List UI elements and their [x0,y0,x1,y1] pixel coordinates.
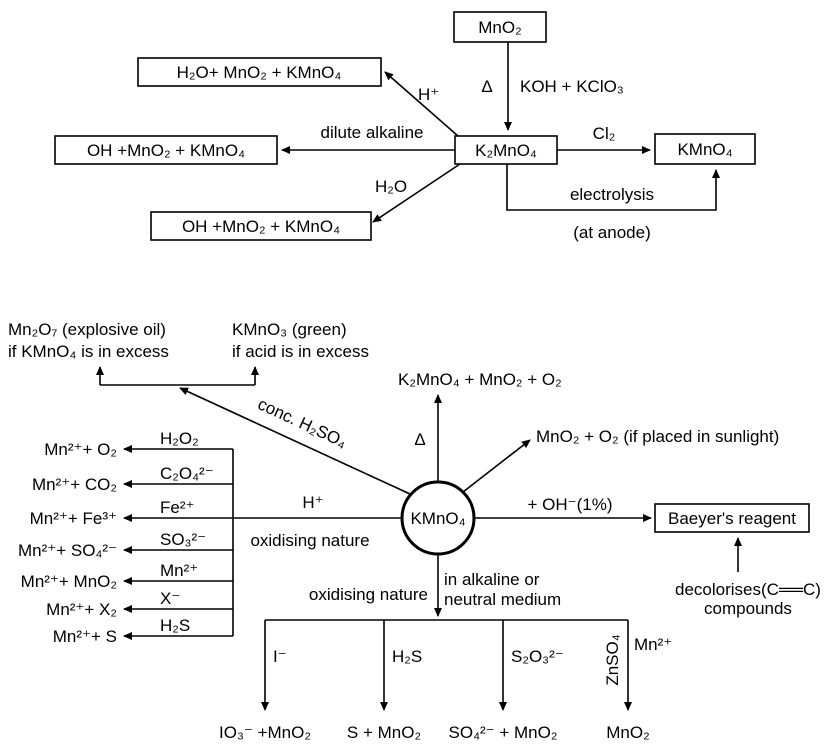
mn2o7-label: Mn₂O₇ (explosive oil) [8,320,166,339]
acid-reagent-label: Mn²⁺ [160,561,198,580]
acid-product-label: Mn²⁺+ X₂ [46,600,117,619]
acid-reagent-label: SO₃²⁻ [160,530,206,549]
bottom-h-plus-label: H⁺ [302,493,323,512]
kmno4-top-box [654,133,756,165]
conc-h2so4-arrow [179,387,411,495]
water-product-box [150,211,372,241]
alkaline-product-box [54,135,278,165]
h-plus-arrow [384,71,459,137]
oxidising-nature-acid-label: oxidising nature [250,531,369,550]
top-delta-label: Δ [481,77,492,96]
oh-label: + OH⁻(1%) [527,495,612,514]
dilute-alkaline-label: dilute alkaline [320,123,423,142]
compounds-label: compounds [704,599,792,618]
kmno4-top-label: KMnO₄ [677,140,732,159]
delta-product-label: K₂MnO₄ + MnO₂ + O₂ [398,370,562,389]
kmno4-center-label: KMnO₄ [410,509,465,528]
electrolysis-label: electrolysis [570,185,654,204]
alkaline-side-reagent-label: ZnSO₄ [603,634,622,685]
mn2o7-condition: if KMnO₄ is in excess [8,342,169,361]
top-h-plus-label: H⁺ [418,85,439,104]
alkaline-reactions-group: I⁻ IO₃⁻ +MnO₂ H₂S S + MnO₂ S₂O₃²⁻ SO₄²⁻ + MnO… [219,620,672,742]
mno2-label: MnO₂ [478,18,521,37]
baeyer-box [654,503,810,533]
acid-product-label: Mn²⁺+ MnO₂ [21,572,117,591]
alkaline-product-label: MnO₂ [606,723,649,742]
alkaline-medium-label-2: neutral medium [444,590,561,609]
acid-product-label: Mn²⁺+ S [53,627,117,646]
water-product-label: OH +MnO₂ + KMnO₄ [182,217,340,236]
alkaline-reagent-label: H₂S [392,647,422,666]
bottom-delta-label: Δ [414,430,425,449]
alkaline-reagent-label: Mn²⁺ [634,635,672,654]
acid-reagent-label: X⁻ [160,589,180,608]
at-anode-label: (at anode) [573,223,651,242]
electrolysis-arrow [506,164,720,211]
acid-reagent-label: H₂O₂ [160,429,199,448]
baeyer-label: Baeyer's reagent [668,509,796,528]
acid-reagent-label: C₂O₄²⁻ [160,464,214,483]
h2o-label: H₂O [375,177,407,196]
alkaline-product-label: OH +MnO₂ + KMnO₄ [87,141,245,160]
alkaline-product-label: S + MnO₂ [347,723,421,742]
h2o-arrow [372,163,461,223]
alkaline-medium-label-1: in alkaline or [444,570,540,589]
alkaline-product-label: SO₄²⁻ + MnO₂ [449,723,558,742]
acid-product-label: Mn²⁺+ O₂ [44,440,117,459]
cl2-label: Cl₂ [593,124,616,143]
acid-product-label: Mn²⁺+ CO₂ [32,475,117,494]
mno2-box [453,11,547,43]
sunlight-arrow [462,439,531,493]
alkaline-reagent-label: S₂O₃²⁻ [511,647,564,666]
kmno3-label: KMnO₃ (green) [232,320,347,339]
acid-product-box [137,57,382,87]
sunlight-product-label: MnO₂ + O₂ (if placed in sunlight) [536,427,779,446]
decolorises-label: decolorises(C══C) [675,580,821,599]
acid-reagent-label: Fe²⁺ [160,498,194,517]
acid-product-label: Mn²⁺+ SO₄²⁻ [18,541,117,560]
acid-reagent-label: H₂S [160,616,190,635]
conc-h2so4-label: conc. H₂SO₄ [255,394,350,451]
oxidising-nature-alk-label: oxidising nature [309,585,428,604]
koh-kclo3-label: KOH + KClO₃ [520,77,624,96]
kmno3-condition: if acid is in excess [232,342,369,361]
acid-reactions-group: H₂O₂ Mn²⁺+ O₂ C₂O₄²⁻ Mn²⁺+ CO₂ Fe²⁺ Mn²⁺+ Fe³… [18,429,233,646]
alkaline-product-label: IO₃⁻ +MnO₂ [219,723,311,742]
acid-product-label: Mn²⁺+ Fe³⁺ [30,509,117,528]
alkaline-reagent-label: I⁻ [273,647,287,666]
acid-product-label: H₂O+ MnO₂ + KMnO₄ [177,63,342,82]
k2mno4-label: K₂MnO₄ [475,141,537,160]
